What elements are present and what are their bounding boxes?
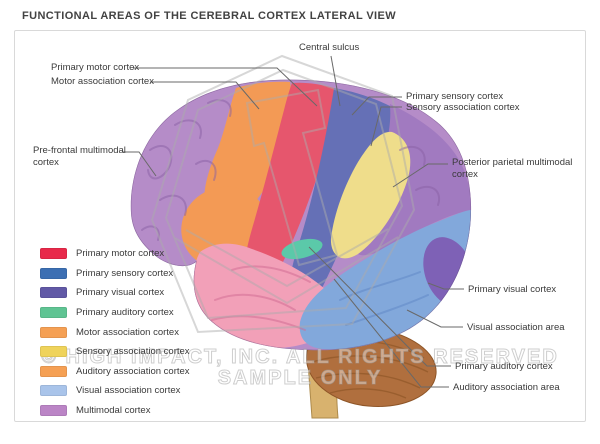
label-motor-association: Motor association cortex — [51, 76, 154, 87]
legend-item: Primary sensory cortex — [40, 264, 190, 284]
legend-item-label: Primary motor cortex — [76, 248, 165, 260]
watermark-line-1: © HIGH IMPACT, INC. ALL RIGHTS RESERVED — [41, 346, 559, 369]
legend-item-label: Visual association cortex — [76, 385, 181, 397]
gyri-temporal — [211, 265, 311, 331]
legend-swatch — [40, 307, 67, 319]
legend-item: Primary auditory cortex — [40, 303, 190, 323]
label-auditory-association: Auditory association area — [453, 382, 560, 393]
region-auditory-association — [192, 243, 335, 349]
legend-item: Visual association cortex — [40, 381, 190, 401]
legend-item-label: Auditory association cortex — [76, 365, 190, 377]
label-prefrontal-multimodal: Pre-frontal multimodal cortex — [33, 145, 126, 168]
leader-auditory-association — [333, 278, 449, 388]
leader-lines — [123, 55, 464, 388]
leader-visual-association — [406, 309, 463, 328]
cerebrum-outline — [130, 79, 472, 351]
leader-posterior-parietal — [392, 163, 448, 188]
page-title: FUNCTIONAL AREAS OF THE CEREBRAL CORTEX … — [22, 10, 397, 22]
label-central-sulcus: Central sulcus — [299, 42, 360, 53]
legend-swatch — [40, 365, 67, 377]
legend-swatch — [40, 248, 67, 260]
leader-motor-association — [150, 81, 260, 110]
legend-swatch — [40, 405, 67, 417]
label-sensory-association: Sensory association cortex — [406, 102, 520, 113]
legend-item-label: Sensory association cortex — [76, 346, 190, 358]
legend-item: Primary visual cortex — [40, 283, 190, 303]
label-primary-visual: Primary visual cortex — [468, 284, 557, 295]
leader-central-sulcus — [330, 55, 341, 107]
label-primary-sensory: Primary sensory cortex — [406, 91, 504, 102]
legend-item: Multimodal cortex — [40, 401, 190, 421]
region-primary-auditory — [281, 238, 323, 260]
legend-swatch — [40, 385, 67, 397]
legend-swatch — [40, 287, 67, 299]
cerebrum — [130, 79, 472, 351]
legend-swatch — [40, 326, 67, 338]
legend-item: Auditory association cortex — [40, 362, 190, 382]
leader-primary-sensory — [351, 96, 402, 116]
legend-item-label: Primary visual cortex — [76, 287, 165, 299]
label-posterior-parietal: Posterior parietal multimodal cortex — [452, 157, 573, 180]
label-primary-auditory: Primary auditory cortex — [455, 361, 553, 372]
label-primary-motor: Primary motor cortex — [51, 62, 140, 73]
legend-swatch — [40, 267, 67, 279]
legend-item-label: Motor association cortex — [76, 326, 179, 338]
legend-item: Primary motor cortex — [40, 244, 190, 264]
legend-item-label: Multimodal cortex — [76, 405, 151, 417]
leader-primary-visual — [427, 282, 464, 290]
watermark-logo — [150, 54, 416, 334]
legend-item-label: Primary auditory cortex — [76, 307, 174, 319]
leader-primary-auditory — [308, 246, 451, 367]
region-sensory-association — [330, 131, 411, 259]
label-visual-association: Visual association area — [467, 322, 565, 333]
watermark-line-2: SAMPLE ONLY — [217, 367, 383, 390]
leader-primary-motor — [133, 67, 318, 107]
leader-prefrontal — [123, 151, 157, 177]
legend-item-label: Primary sensory cortex — [76, 267, 174, 279]
legend-swatch — [40, 346, 67, 358]
legend-item: Sensory association cortex — [40, 342, 190, 362]
legend-item: Motor association cortex — [40, 322, 190, 342]
gyri-frontal — [141, 99, 441, 241]
region-primary-motor — [244, 82, 334, 287]
leader-sensory-association — [370, 106, 402, 147]
